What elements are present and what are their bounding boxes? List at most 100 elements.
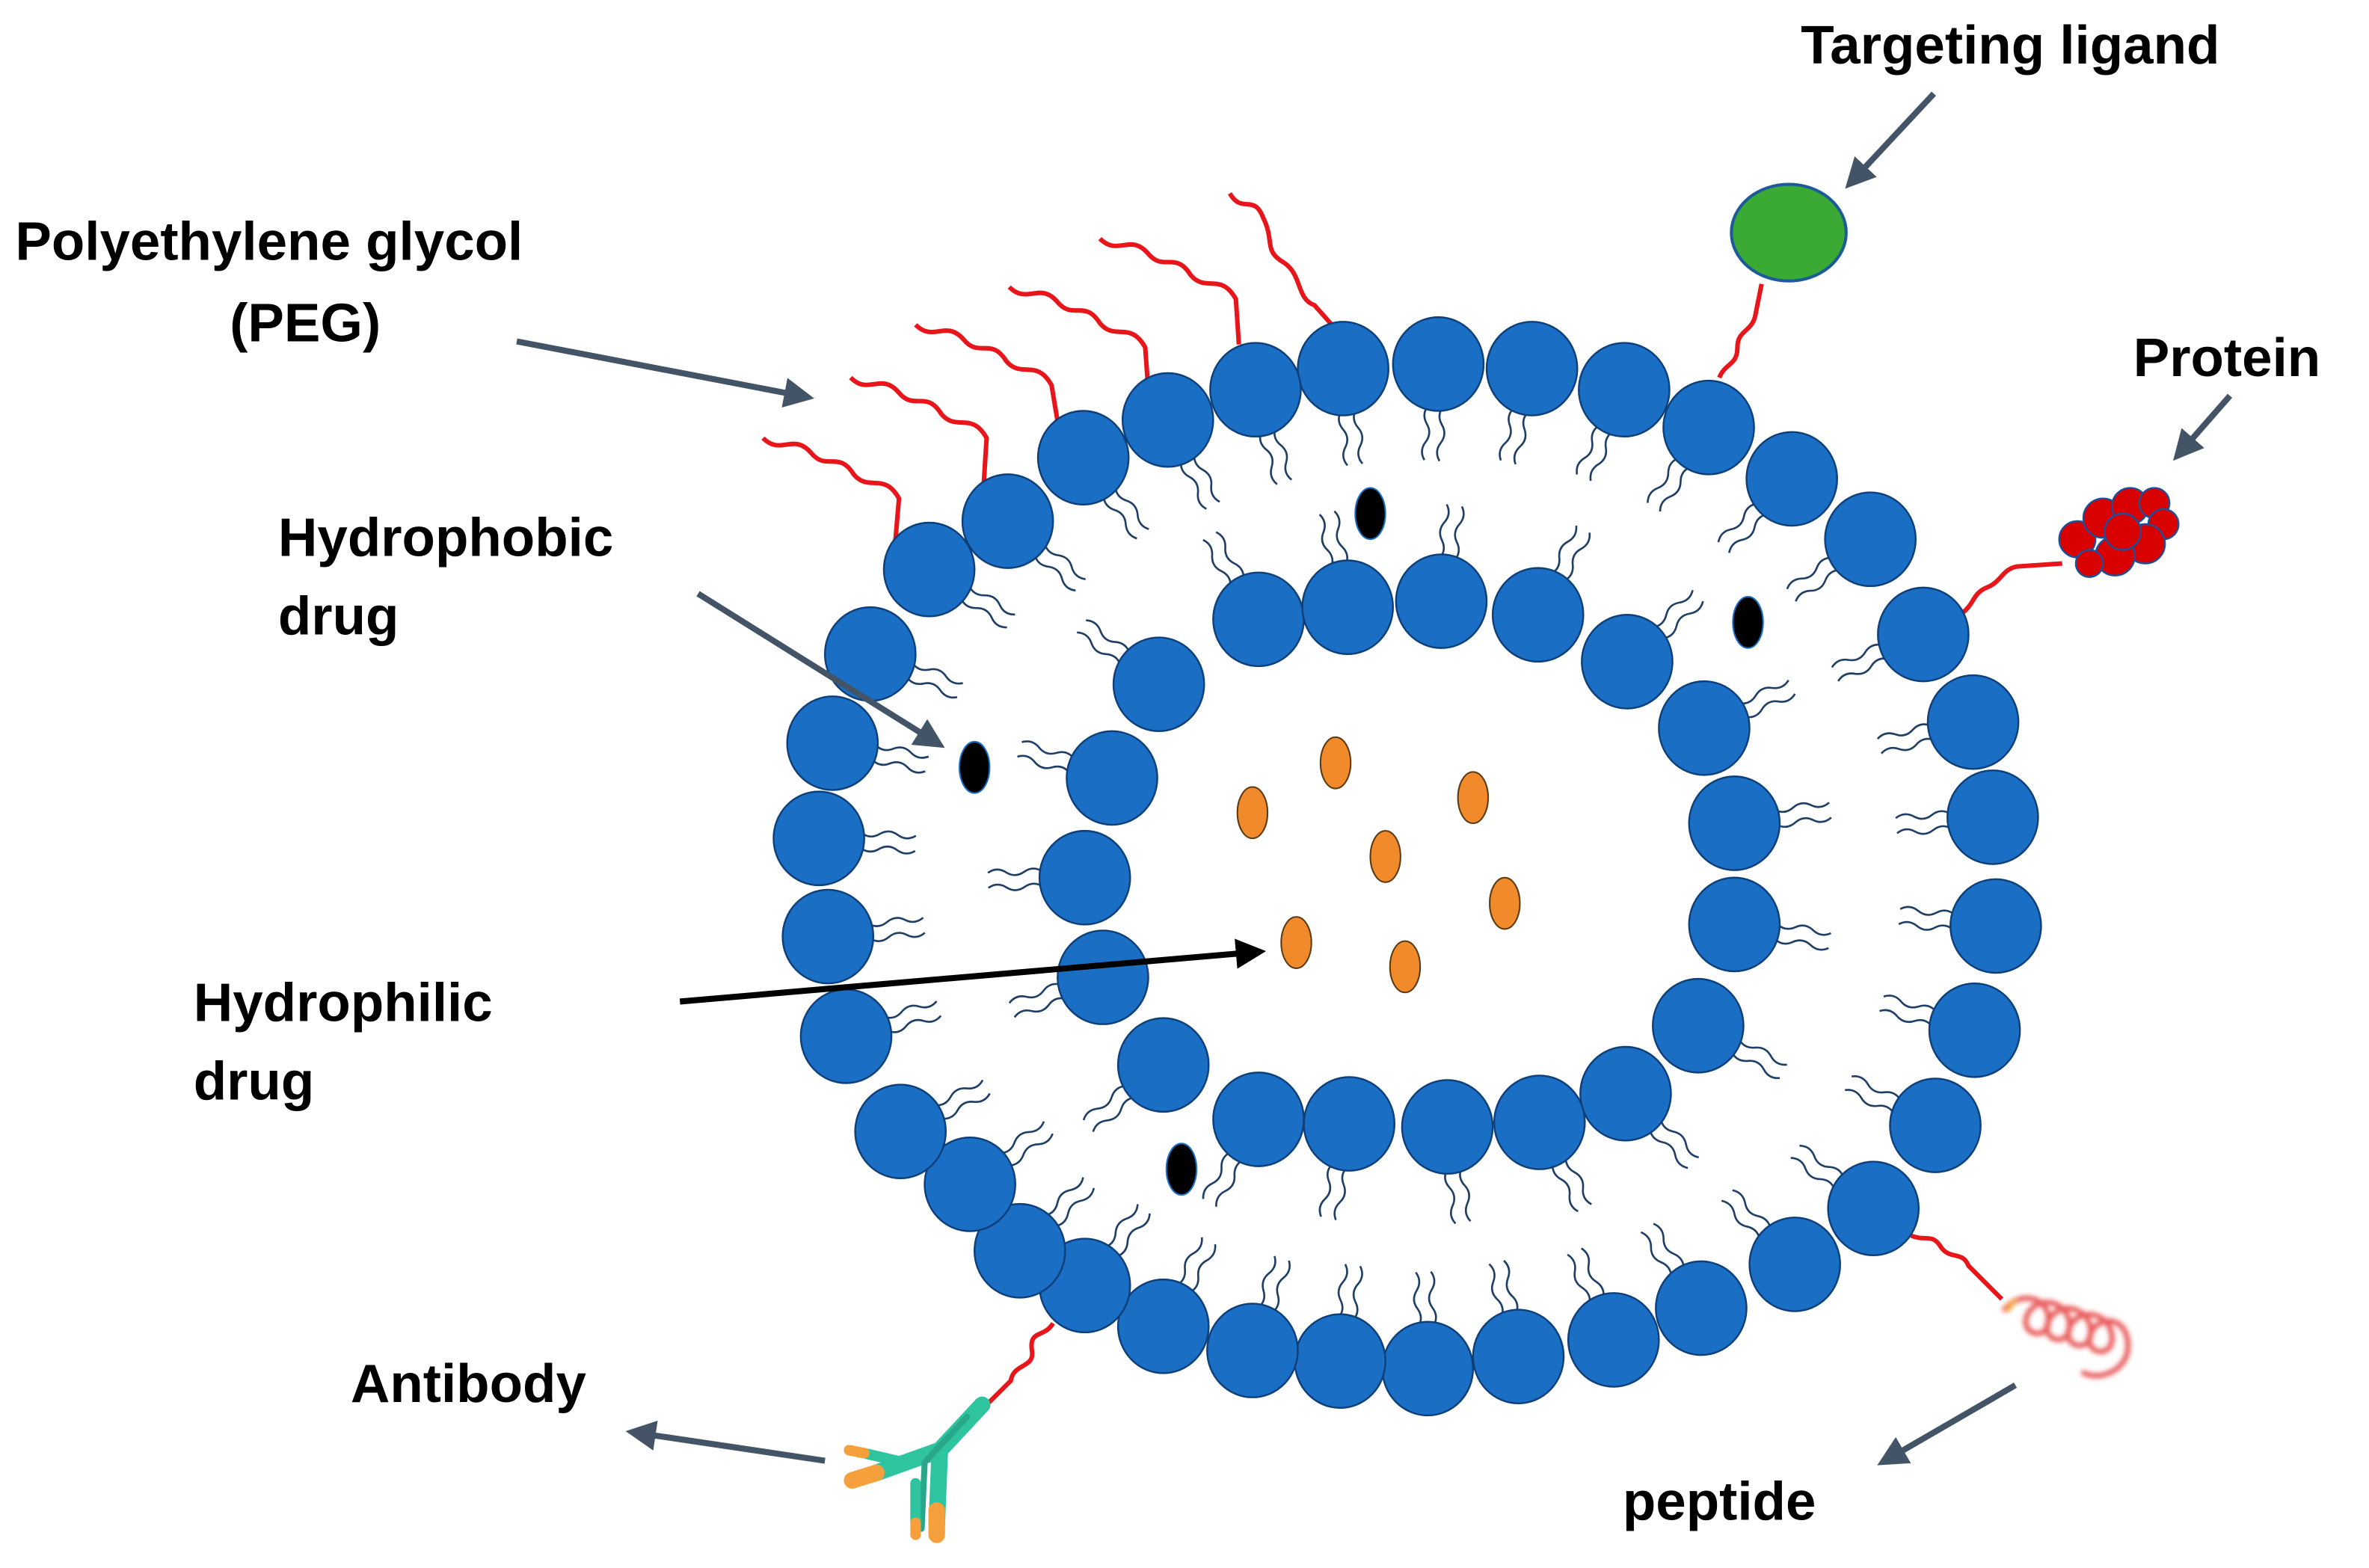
lipid-tail xyxy=(1580,1247,1605,1299)
lipid-tail xyxy=(874,744,930,759)
lipid-tail xyxy=(1444,1169,1457,1225)
lipid-head xyxy=(1946,769,2039,865)
lipid-tail xyxy=(934,1079,984,1107)
lipid-tail xyxy=(888,1015,942,1033)
lipid-head xyxy=(1824,491,1917,588)
lipid-tail xyxy=(1564,1156,1592,1205)
lipid-tail xyxy=(1831,643,1882,668)
lipid-tail xyxy=(1499,407,1515,461)
lipid-tail xyxy=(1104,1204,1139,1249)
peg-label-line2: (PEG) xyxy=(230,293,381,354)
lipid-head xyxy=(823,606,917,702)
lipid-head xyxy=(1472,1309,1565,1405)
antibody-label: Antibody xyxy=(351,1353,587,1414)
lipid-head xyxy=(1209,342,1302,438)
lipid-head xyxy=(1579,1045,1672,1142)
lipid-heads xyxy=(772,316,2042,1417)
targeting-ligand-label: Targeting ligand xyxy=(1801,15,2219,76)
lipid-tail xyxy=(1567,1253,1591,1305)
protein-arrow xyxy=(2172,393,2233,461)
lipid-head xyxy=(1578,342,1671,438)
lipid-head xyxy=(1926,674,2020,770)
lipid-tail xyxy=(1337,1264,1348,1319)
lipid-tail xyxy=(1776,923,1831,936)
lipid-tail xyxy=(1008,983,1061,1004)
lipid-head xyxy=(1827,1160,1920,1257)
antibody-linker xyxy=(985,1321,1055,1406)
lipid-head xyxy=(1294,1313,1386,1409)
protein-label: Protein xyxy=(2133,328,2321,388)
lipid-head xyxy=(1392,316,1485,412)
lipid-head xyxy=(1652,977,1745,1074)
lipid-tail xyxy=(1454,505,1465,562)
lipid-tail xyxy=(999,1121,1045,1155)
lipid-tail xyxy=(968,585,1015,616)
lipid-head xyxy=(1212,1072,1305,1167)
arrows xyxy=(516,91,2233,1466)
lipid-tail xyxy=(1189,1243,1217,1294)
lipid-tail xyxy=(1179,461,1207,510)
lipid-head xyxy=(1567,1292,1660,1388)
lipid-tail xyxy=(1033,554,1076,592)
peptide-linker xyxy=(1910,1233,2004,1301)
lipid-head xyxy=(1395,553,1488,649)
lipid-tail xyxy=(1043,543,1086,580)
peg-label-line1: Polyethylene glycol xyxy=(15,211,523,271)
lipid-tail xyxy=(1017,754,1071,774)
lipid-head xyxy=(854,1083,947,1179)
lipid-head xyxy=(1688,775,1781,871)
peg-chain xyxy=(761,436,902,552)
protein-linker xyxy=(1958,561,2062,617)
lipid-tail xyxy=(1054,1187,1096,1228)
lipid-head xyxy=(1655,1260,1748,1356)
lipid-tail xyxy=(1551,1163,1579,1213)
lipid-tail xyxy=(1439,503,1450,559)
lipid-head xyxy=(973,1202,1066,1299)
lipid-head xyxy=(1949,878,2042,974)
hydrophobic-arrow xyxy=(696,591,945,748)
lipid-tail xyxy=(1799,1144,1845,1178)
lipid-tail xyxy=(1333,510,1348,565)
lipid-tail xyxy=(1013,997,1066,1018)
lipid-tail xyxy=(1589,430,1614,482)
lipid-head xyxy=(1057,929,1149,1025)
lipid-head xyxy=(799,989,893,1084)
hydrophilic-drug-dot xyxy=(1457,771,1490,825)
lipid-tail xyxy=(1352,1265,1363,1321)
lipid-tail xyxy=(1202,538,1232,587)
lipid-tail xyxy=(1338,411,1349,467)
lipid-tail xyxy=(1775,802,1830,814)
lipid-tail xyxy=(1176,1237,1203,1287)
hydrophilic-label-line1: Hydrophilic xyxy=(194,973,493,1033)
lipid-tail xyxy=(906,676,958,699)
lipid-tail xyxy=(1728,513,1768,553)
lipid-head xyxy=(1206,1303,1299,1398)
lipid-head xyxy=(1301,559,1395,655)
lipid-tail xyxy=(1413,1271,1422,1328)
lipid-tail xyxy=(1898,920,1954,931)
peptide-icon xyxy=(2001,1295,2131,1379)
hydrophobic-drug-dot xyxy=(1165,1143,1198,1196)
lipid-tail xyxy=(1845,1089,1895,1115)
lipid-head xyxy=(1485,321,1579,416)
lipid-head xyxy=(1401,1079,1494,1175)
lipid-tail xyxy=(1777,817,1832,828)
lipid-head xyxy=(1688,876,1781,973)
lipid-head xyxy=(1877,586,1970,683)
lipid-tail xyxy=(1659,465,1692,512)
lipid-tail xyxy=(1790,1157,1836,1190)
lipid-head xyxy=(961,473,1054,569)
lipid-tail xyxy=(959,597,1007,629)
lipid-tail xyxy=(941,1092,991,1120)
lipid-tail xyxy=(1851,1075,1902,1101)
lipid-tail xyxy=(1503,1259,1519,1315)
lipid-tail xyxy=(1257,1255,1276,1309)
lipid-tail xyxy=(884,1000,938,1019)
lipid-head xyxy=(1121,372,1214,468)
lipid-head xyxy=(1658,680,1751,776)
lipid-tail xyxy=(1879,1009,1933,1027)
peg-chain xyxy=(1098,236,1241,345)
hydrophilic-drug-dot xyxy=(1236,786,1269,840)
lipid-head xyxy=(1928,982,2021,1078)
